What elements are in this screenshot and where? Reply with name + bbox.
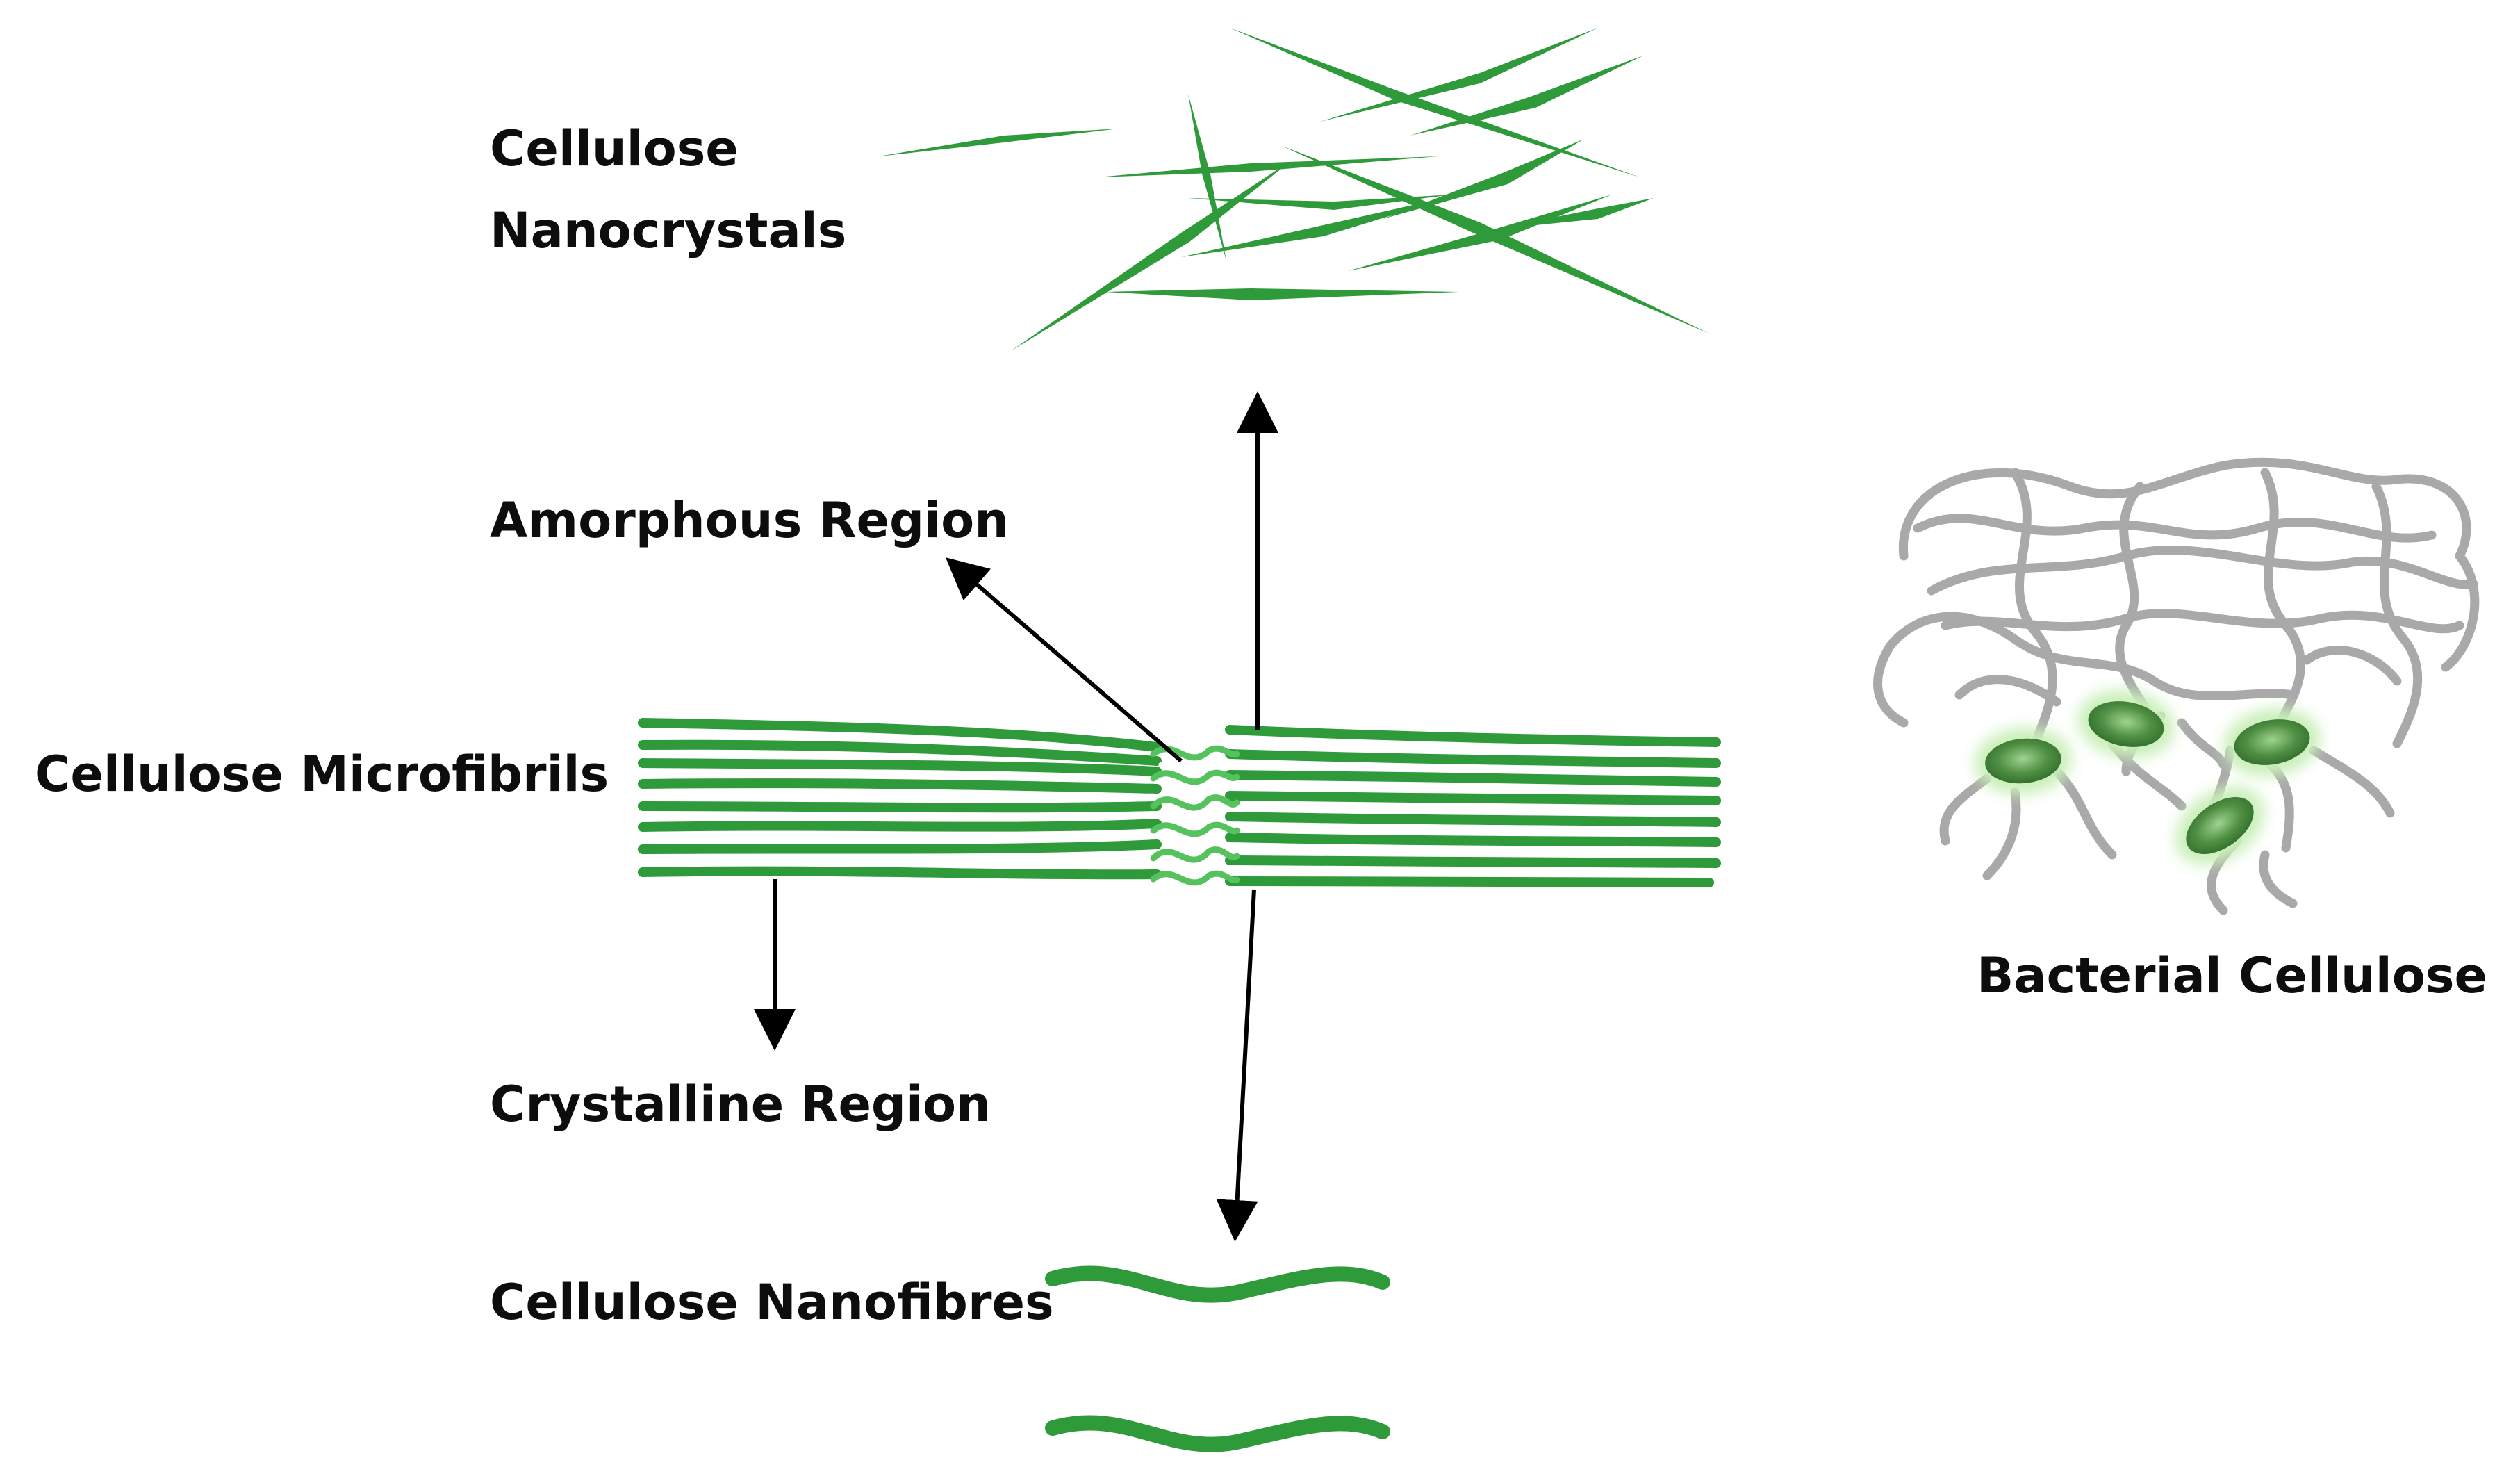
microfibril-strand bbox=[638, 739, 1162, 766]
microfibril-strand bbox=[638, 839, 1162, 854]
network-strand bbox=[2309, 746, 2395, 818]
amorphous-strand bbox=[1150, 846, 1240, 863]
nanocrystal-needle bbox=[1188, 94, 1226, 261]
microfibril-strand bbox=[1225, 725, 1721, 747]
arrow-to-nanofibres bbox=[1216, 889, 1258, 1242]
microfibril-strand bbox=[638, 778, 1162, 794]
microfibril-strand bbox=[1225, 876, 1714, 887]
amorphous-strand bbox=[1150, 870, 1240, 886]
bacterium-cell bbox=[2175, 786, 2264, 865]
label-cellulose-nanocrystals: Cellulose Nanocrystals bbox=[490, 108, 846, 272]
nanocrystal-needle bbox=[1105, 288, 1459, 300]
amorphous-strand bbox=[1150, 821, 1240, 837]
network-strand bbox=[2052, 767, 2117, 860]
network-strand bbox=[2177, 718, 2228, 769]
microfibril-strand bbox=[638, 718, 1162, 752]
nanocrystal-needle bbox=[1230, 28, 1640, 177]
amorphous-strand bbox=[1150, 794, 1240, 811]
nanocrystal-needle bbox=[1410, 56, 1643, 136]
label-cellulose-microfibrils: Cellulose Microfibrils bbox=[35, 746, 609, 803]
arrow-to-amorphous-region bbox=[945, 557, 1183, 763]
nanocrystal-needle bbox=[879, 129, 1119, 156]
label-crystalline-region: Crystalline Region bbox=[490, 1076, 991, 1133]
nanocrystal-needle bbox=[1181, 195, 1459, 257]
cell-body bbox=[1985, 738, 2061, 784]
network-strand bbox=[2115, 482, 2159, 728]
microfibril-strand bbox=[1225, 770, 1721, 787]
network-strand bbox=[1898, 457, 2471, 561]
label-amorphous-region: Amorphous Region bbox=[490, 492, 1010, 549]
microfibril-strand bbox=[1225, 855, 1721, 868]
microfibril-strand bbox=[1225, 812, 1721, 827]
network-strand bbox=[1939, 773, 1992, 846]
bacteria-cells bbox=[1975, 690, 2321, 865]
label-cellulose-nanofibres: Cellulose Nanofibres bbox=[490, 1274, 1054, 1331]
network-strand bbox=[2010, 468, 2057, 762]
cellulose-network bbox=[1873, 457, 2480, 915]
network-strand bbox=[1913, 514, 2437, 543]
network-strand bbox=[1954, 675, 2061, 707]
network-strand bbox=[1873, 641, 1909, 728]
network-strand bbox=[2260, 468, 2305, 742]
network-strand bbox=[2441, 551, 2480, 672]
arrows bbox=[754, 391, 1278, 1242]
bacterium-cell bbox=[1975, 727, 2072, 795]
microfibril-strand bbox=[638, 819, 1162, 832]
bacterial-cellulose-illustration bbox=[1873, 457, 2480, 915]
microfibril-strand bbox=[638, 866, 1162, 880]
amorphous-highlight bbox=[1158, 813, 1214, 825]
nanocrystal-needle bbox=[1098, 156, 1438, 177]
microfibril-strand bbox=[1225, 791, 1721, 805]
microfibrils-illustration bbox=[638, 718, 1721, 887]
cell-body bbox=[2088, 701, 2164, 747]
cell-body bbox=[2234, 719, 2310, 765]
label-bacterial-cellulose: Bacterial Cellulose bbox=[1977, 947, 2488, 1004]
network-strand bbox=[2302, 646, 2402, 686]
microfibril-strand bbox=[638, 801, 1162, 813]
cell-body bbox=[2186, 796, 2254, 855]
nanocrystal-needle bbox=[1011, 160, 1292, 351]
bacterium-cell bbox=[2223, 708, 2321, 776]
nanocrystal-needle bbox=[1188, 195, 1452, 210]
microfibril-strand bbox=[1225, 833, 1721, 847]
amorphous-highlight bbox=[1158, 759, 1214, 771]
nanocrystals-illustration bbox=[879, 28, 1709, 351]
amorphous-highlight bbox=[1158, 863, 1214, 875]
network-strand bbox=[2371, 482, 2423, 748]
nanocrystal-needle bbox=[1320, 28, 1598, 122]
nanofibre-strand bbox=[1045, 1265, 1390, 1303]
nanofibre-strand bbox=[1045, 1415, 1390, 1452]
network-strand bbox=[2259, 850, 2298, 908]
network-strand bbox=[1982, 787, 2021, 880]
microfibril-strand bbox=[1225, 749, 1721, 768]
network-strand bbox=[1885, 612, 2298, 700]
microfibril-strand bbox=[638, 758, 1162, 776]
label-nanocrystals-line2: Nanocrystals bbox=[490, 202, 847, 259]
label-nanocrystals-line1: Cellulose bbox=[490, 120, 739, 177]
nanofibres-illustration bbox=[1045, 1265, 1390, 1452]
amorphous-strand bbox=[1150, 769, 1240, 785]
bacterium-cell bbox=[2077, 690, 2175, 758]
network-strand bbox=[1927, 545, 2478, 596]
